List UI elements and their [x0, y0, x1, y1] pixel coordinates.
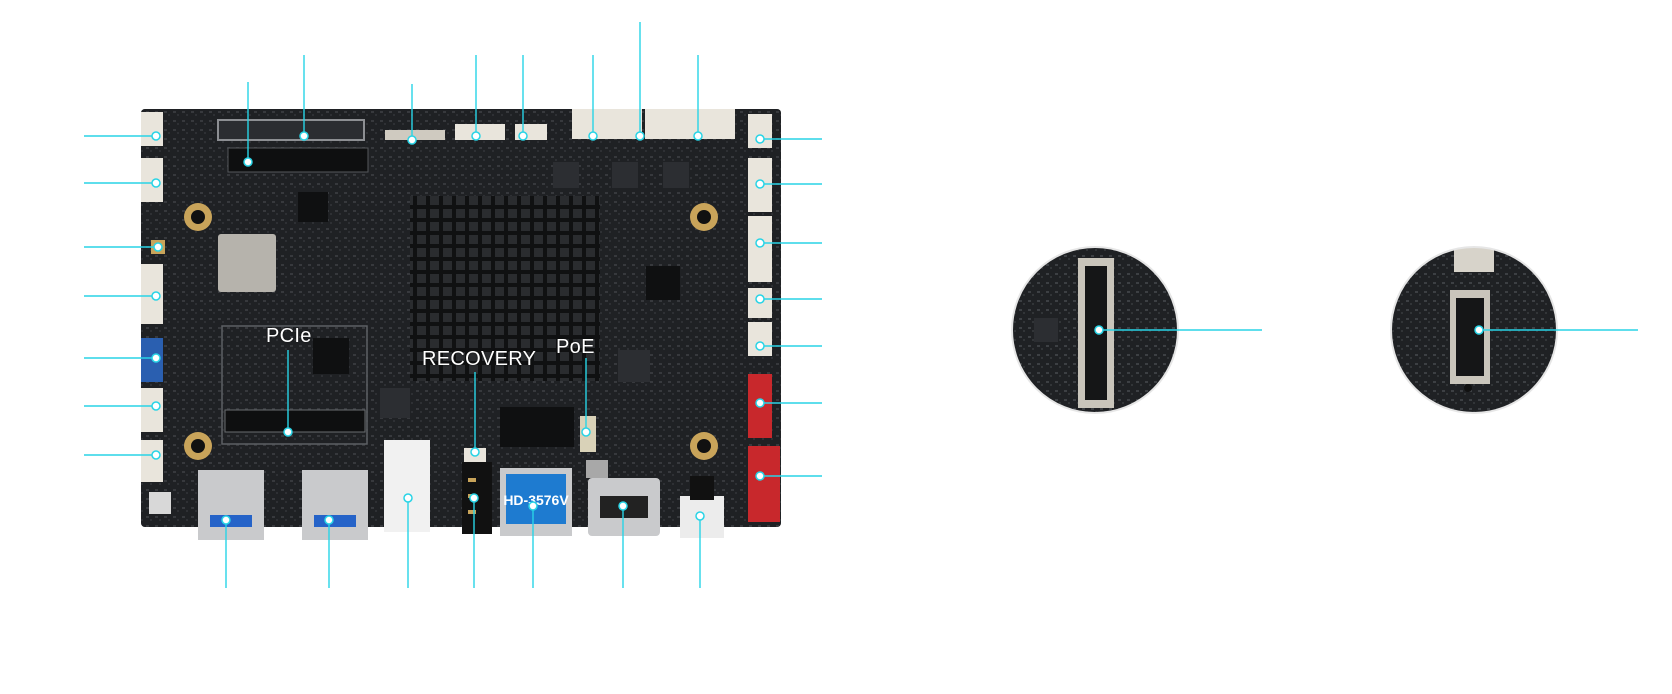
pcie-slot-outline — [221, 325, 368, 445]
main-board: HD-3576V — [141, 109, 781, 540]
red-connector — [748, 446, 780, 522]
pcie-label: PCIe — [266, 325, 312, 347]
mounting-hole — [690, 432, 718, 460]
wireless-module — [218, 234, 276, 292]
white-connector — [748, 322, 772, 356]
zoom-detail-ctp — [1390, 246, 1638, 414]
zoom-detail-mipi — [1011, 246, 1262, 414]
leader-dots — [151, 131, 765, 525]
white-connector — [748, 216, 772, 282]
pcie-m2-connector — [224, 409, 366, 433]
heatsink — [410, 196, 600, 381]
white-connector — [141, 440, 163, 482]
lvds-connector — [217, 119, 365, 141]
chip — [618, 350, 650, 382]
fpc-connector — [385, 130, 445, 140]
small-connector — [455, 124, 505, 140]
lan-port: HD-3576V — [500, 468, 572, 536]
ic-chip — [500, 407, 574, 447]
capacitor — [586, 460, 608, 478]
emmc-sticker — [384, 440, 430, 532]
usb-port — [302, 470, 368, 540]
mounting-hole — [184, 432, 212, 460]
recovery-label: RECOVERY — [422, 348, 537, 370]
usb-port — [198, 470, 264, 540]
chip — [646, 266, 680, 300]
white-connector — [141, 112, 163, 146]
inductor — [553, 162, 579, 188]
inductor — [380, 388, 410, 418]
mounting-hole — [690, 203, 718, 231]
white-connector — [141, 388, 163, 432]
board-marking: HD-3576V — [503, 492, 569, 508]
inductor — [612, 162, 638, 188]
qr-label — [149, 492, 171, 514]
chip — [313, 338, 349, 374]
inductor — [663, 162, 689, 188]
white-connector — [141, 158, 163, 202]
white-connector — [645, 109, 735, 139]
leader-lines — [84, 22, 822, 588]
pin-header — [227, 147, 369, 173]
mounting-hole — [184, 203, 212, 231]
poe-label: PoE — [556, 336, 595, 358]
white-connector — [572, 109, 642, 139]
chip — [298, 192, 328, 222]
